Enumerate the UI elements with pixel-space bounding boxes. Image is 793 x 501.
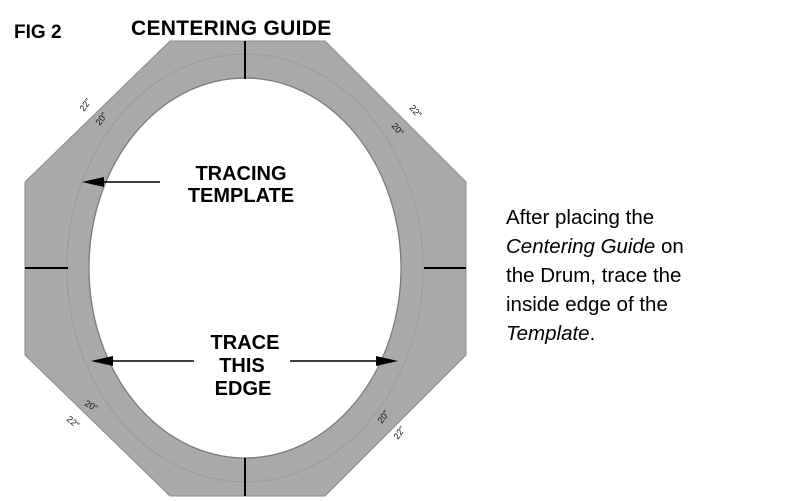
instructions-line-1: After placing the — [506, 206, 655, 229]
diagram-title: CENTERING GUIDE — [131, 17, 332, 40]
inner-edge — [88, 77, 402, 459]
instructions-line-2-rest: on — [655, 235, 684, 258]
centering-guide-term: Centering Guide — [506, 235, 656, 258]
mark-22-top-left: 22" — [77, 97, 93, 114]
trace-edge-arrowhead-right — [376, 356, 398, 366]
trace-edge-arrowhead-left — [91, 356, 113, 366]
instructions-line-5-rest: . — [589, 322, 596, 345]
tracing-template-label-line1: TRACING — [195, 163, 286, 185]
instructions-line-2: Centering Guide on — [506, 232, 786, 261]
trace-edge-label-line1: TRACE — [211, 332, 280, 354]
tracing-template-arrowhead — [82, 177, 104, 187]
instructions-line-4: inside edge of the — [506, 293, 668, 316]
alignment-ticks — [25, 41, 466, 496]
trace-this-edge-callout: TRACE THIS EDGE — [91, 332, 398, 400]
mark-22-bottom-left: 22" — [65, 414, 82, 430]
tracing-template-label-line2: TEMPLATE — [188, 185, 294, 207]
figure-number: FIG 2 — [14, 22, 62, 43]
tracing-template-callout: TRACING TEMPLATE — [82, 163, 294, 207]
instructions-line-5: Template. — [506, 319, 786, 348]
instructions-text: After placing the Centering Guide on the… — [506, 203, 786, 348]
instructions-line-3: the Drum, trace the — [506, 264, 682, 287]
template-term: Template — [506, 322, 590, 345]
trace-edge-label-line3: EDGE — [215, 378, 272, 400]
trace-edge-label-line2: THIS — [219, 355, 265, 377]
mark-22-top-right: 22" — [407, 103, 423, 120]
